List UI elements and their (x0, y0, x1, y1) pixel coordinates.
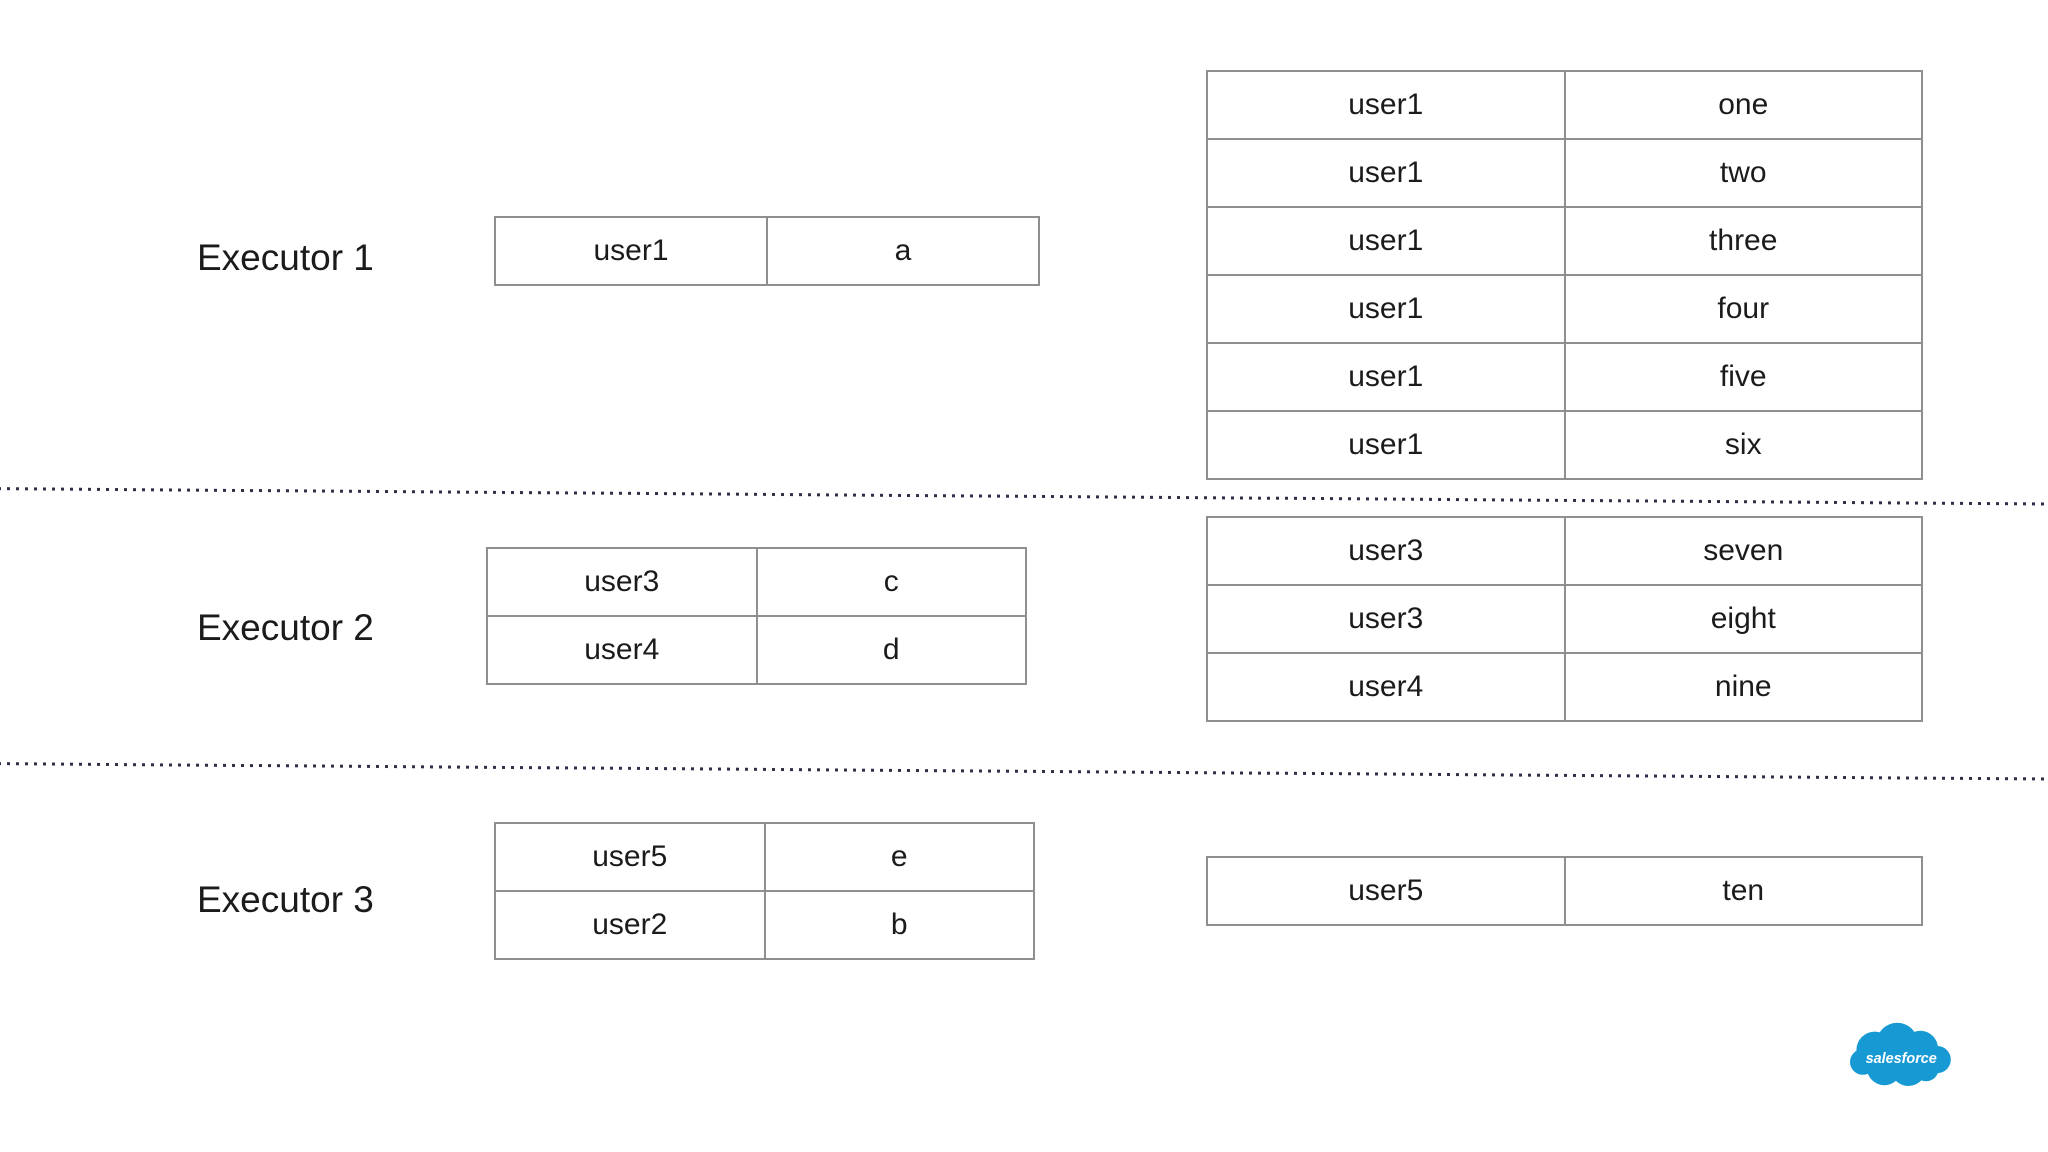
table-cell: user5 (592, 840, 668, 873)
executor-2-stream-table: user3 seven user3 eight user4 nine (1206, 516, 1923, 722)
table-row: user1 five (1208, 342, 1921, 410)
table-cell: user1 (1348, 360, 1424, 393)
table-cell: three (1563, 208, 1922, 274)
table-cell: user1 (1348, 428, 1424, 461)
salesforce-logo: salesforce (1846, 1018, 1958, 1098)
table-cell: c (755, 549, 1026, 615)
dotted-divider-2 (0, 762, 2048, 781)
executor-3-label: Executor 3 (197, 879, 374, 920)
table-cell: user1 (1348, 224, 1424, 257)
table-cell: user1 (1348, 156, 1424, 189)
table-row: user4 nine (1208, 652, 1921, 720)
table-cell: two (1563, 140, 1922, 206)
table-cell: nine (1563, 654, 1922, 720)
executor-2-label: Executor 2 (197, 607, 374, 648)
executor-1-label: Executor 1 (197, 237, 374, 278)
executor-3-state-table: user5 e user2 b (494, 822, 1035, 960)
salesforce-cloud-icon: salesforce (1850, 1022, 1951, 1086)
table-row: user1 a (496, 218, 1038, 284)
table-row: user1 three (1208, 206, 1921, 274)
table-cell: eight (1563, 586, 1922, 652)
table-row: user1 two (1208, 138, 1921, 206)
table-row: user1 one (1208, 72, 1921, 138)
table-cell: a (766, 218, 1038, 284)
table-row: user5 e (496, 824, 1033, 890)
table-row: user3 c (488, 549, 1025, 615)
dotted-divider-1 (0, 487, 2048, 506)
table-cell: d (755, 617, 1026, 683)
table-cell: user1 (1348, 292, 1424, 325)
table-cell: user3 (1348, 534, 1424, 567)
table-cell: e (763, 824, 1034, 890)
table-cell: user4 (1348, 670, 1424, 703)
table-cell: user4 (584, 633, 660, 666)
executor-3-stream-table: user5 ten (1206, 856, 1923, 926)
table-cell: seven (1563, 518, 1922, 584)
table-row: user1 four (1208, 274, 1921, 342)
table-cell: user3 (584, 565, 660, 598)
executor-2-state-table: user3 c user4 d (486, 547, 1027, 685)
table-cell: user5 (1348, 874, 1424, 907)
table-row: user4 d (488, 615, 1025, 683)
table-cell: b (763, 892, 1034, 958)
table-cell: five (1563, 344, 1922, 410)
table-row: user3 seven (1208, 518, 1921, 584)
table-row: user5 ten (1208, 858, 1921, 924)
table-cell: user2 (592, 908, 668, 941)
table-row: user1 six (1208, 410, 1921, 478)
table-cell: ten (1563, 858, 1922, 924)
table-cell: six (1563, 412, 1922, 478)
table-cell: four (1563, 276, 1922, 342)
table-row: user2 b (496, 890, 1033, 958)
salesforce-wordmark: salesforce (1866, 1051, 1937, 1067)
table-cell: one (1563, 72, 1922, 138)
executor-1-state-table: user1 a (494, 216, 1040, 286)
table-cell: user3 (1348, 602, 1424, 635)
table-cell: user1 (593, 234, 669, 267)
table-row: user3 eight (1208, 584, 1921, 652)
table-cell: user1 (1348, 88, 1424, 121)
